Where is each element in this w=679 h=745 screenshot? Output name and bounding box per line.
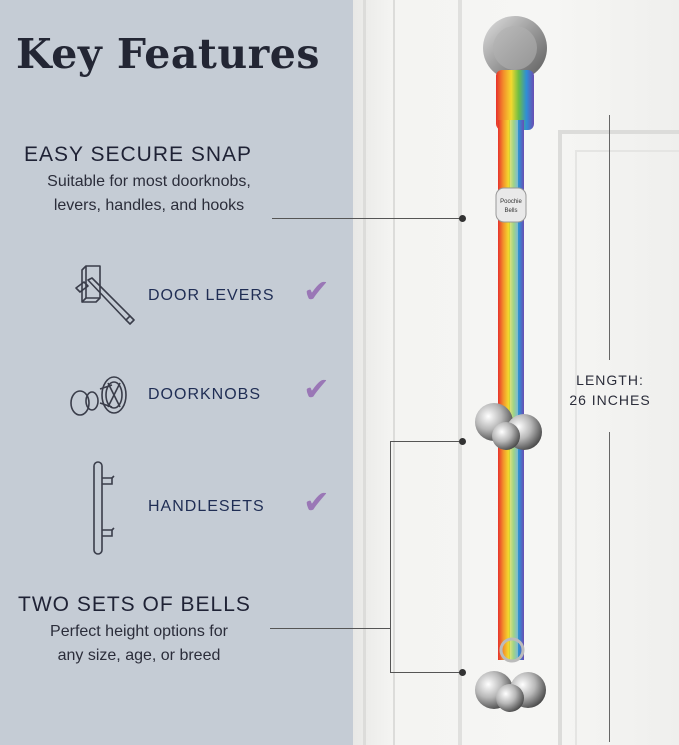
- snap-heading: EASY SECURE SNAP: [24, 143, 253, 166]
- snap-leader-dot: [459, 215, 466, 222]
- door-panel-edge: [558, 130, 562, 745]
- feature-label-handlesets: HANDLESETS: [148, 498, 265, 515]
- bells-bracket-bottom: [390, 672, 462, 673]
- bells-bracket-line: [390, 441, 391, 673]
- brand-tag: Poochie Bells: [495, 187, 527, 223]
- bells-top-dot: [459, 438, 466, 445]
- check-icon: ✔: [303, 483, 330, 521]
- snap-description: Suitable for most doorknobs, levers, han…: [14, 170, 284, 218]
- length-label: LENGTH: 26 INCHES: [560, 370, 660, 410]
- length-line1: LENGTH:: [576, 372, 644, 388]
- bells-desc-line1: Perfect height options for: [50, 623, 228, 640]
- length-line2: 26 INCHES: [569, 392, 651, 408]
- tag-line1: Poochie: [500, 199, 522, 205]
- snap-leader-line: [272, 218, 462, 219]
- bells-leader-line: [270, 628, 390, 629]
- snap-desc-line2: levers, handles, and hooks: [53, 197, 245, 214]
- bells-heading: TWO SETS OF BELLS: [18, 593, 251, 616]
- bells-description: Perfect height options for any size, age…: [14, 620, 264, 668]
- doorknob: [483, 16, 547, 80]
- tag-line2: Bells: [504, 208, 517, 214]
- doorbell-product: Poochie Bells: [475, 16, 547, 712]
- snap-desc-line1: Suitable for most doorknobs,: [47, 173, 251, 190]
- door-panel-inner: [575, 150, 679, 152]
- bells-bracket-top: [390, 441, 462, 442]
- bell-set-upper: [475, 403, 542, 450]
- doorknob-icon: [70, 376, 127, 416]
- page-title: Key Features: [16, 30, 320, 78]
- handleset-icon: [93, 461, 115, 555]
- door-panel-inner: [575, 150, 577, 745]
- bells-bottom-dot: [459, 669, 466, 676]
- feature-label-door-levers: DOOR LEVERS: [148, 287, 275, 304]
- door-edge: [458, 0, 462, 745]
- bell-set-lower: [475, 637, 546, 712]
- door-panel-edge: [558, 130, 679, 134]
- bells-desc-line2: any size, age, or breed: [57, 647, 221, 664]
- length-line-top: [609, 115, 610, 360]
- check-icon: ✔: [303, 272, 330, 310]
- door-lever-icon: [75, 265, 135, 325]
- check-icon: ✔: [303, 370, 330, 408]
- feature-label-doorknobs: DOORKNOBS: [148, 386, 262, 403]
- door-frame-line: [393, 0, 395, 745]
- door-frame-line: [363, 0, 366, 745]
- features-panel: [0, 0, 353, 745]
- bell-strap: [496, 70, 534, 660]
- length-line-bottom: [609, 432, 610, 742]
